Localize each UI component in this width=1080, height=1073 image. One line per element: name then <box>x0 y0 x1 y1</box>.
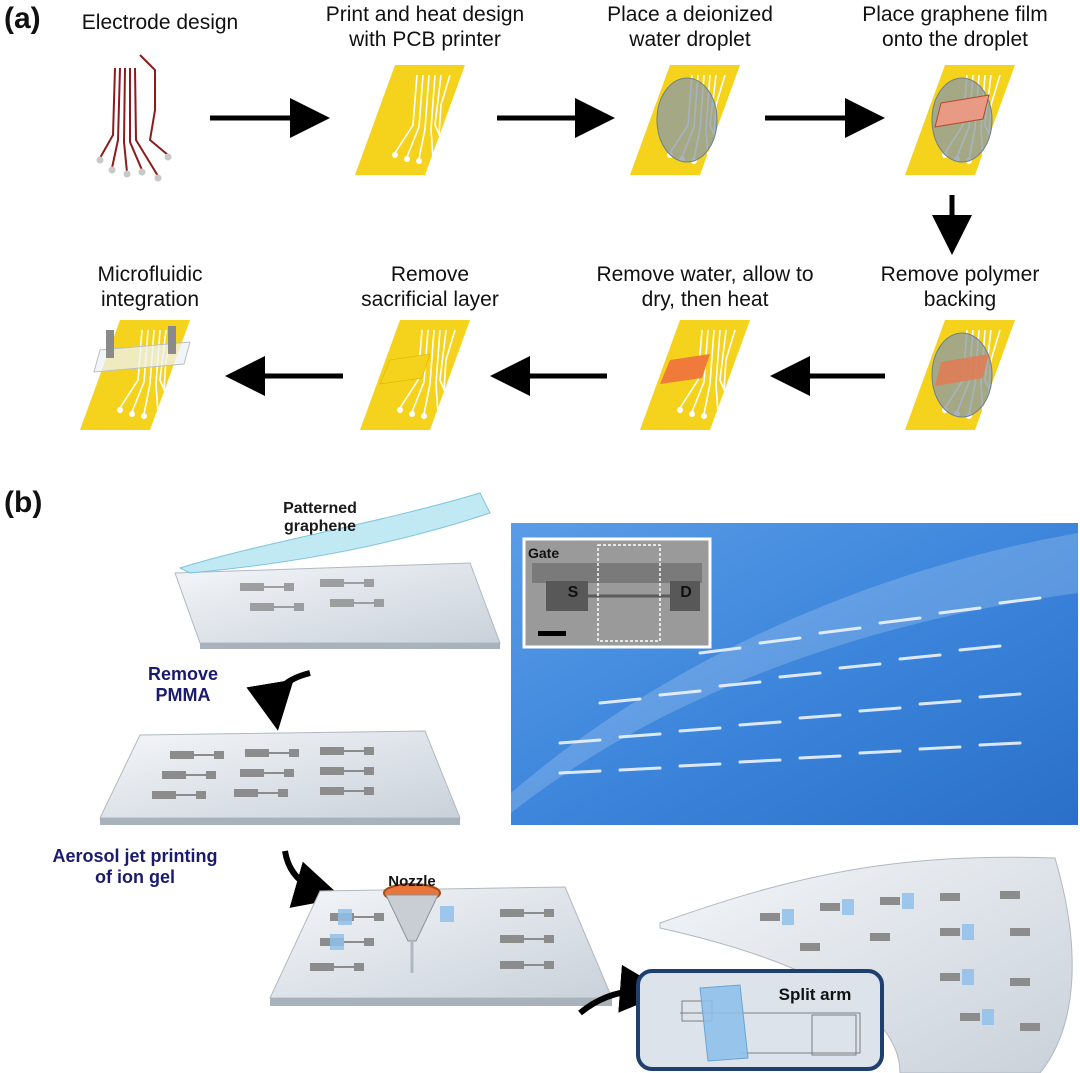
pcb-graphene-film <box>904 64 1016 176</box>
label-aerosol-jet: Aerosol jet printing of ion gel <box>52 846 218 887</box>
inset-label-source: S <box>567 584 579 601</box>
label-patterned-graphene: Patterned graphene <box>283 500 357 535</box>
split-arm-inset <box>636 969 884 1071</box>
pcb-print-heat <box>354 64 466 176</box>
panel-a-label: (a) <box>4 2 41 35</box>
label-remove-pmma: Remove PMMA <box>147 664 219 705</box>
panel-a-diagram <box>79 54 1016 431</box>
panel-b-diagram <box>99 492 1078 1073</box>
electrode-design-illustration <box>99 54 169 177</box>
substrate-after-pmma <box>99 730 461 825</box>
step-label-electrode-design: Electrode design <box>81 11 239 34</box>
process-arrows <box>210 98 972 396</box>
inset-label-drain: D <box>680 584 692 601</box>
inset-label-gate: Gate <box>528 545 560 561</box>
label-split-arm: Split arm <box>778 985 852 1004</box>
step-label-graphene-film: Place graphene film onto the droplet <box>862 3 1048 51</box>
substrate-nozzle <box>269 883 613 1006</box>
flexible-substrate <box>659 856 1073 1073</box>
step-label-print-heat: Print and heat design with PCB printer <box>325 3 525 51</box>
step-label-microfluidic: Microfluidic integration <box>97 263 203 311</box>
step-label-water-droplet: Place a deionized water droplet <box>607 3 773 51</box>
pcb-water-droplet <box>629 64 741 176</box>
pcb-remove-backing <box>904 319 1016 431</box>
step-label-remove-water: Remove water, allow to dry, then heat <box>596 263 814 311</box>
pcb-remove-water <box>639 319 751 431</box>
panel-b-label: (b) <box>4 486 43 519</box>
step-label-remove-sacrificial: Remove sacrificial layer <box>361 263 499 311</box>
step-label-remove-backing: Remove polymer backing <box>880 263 1040 311</box>
device-array-photo <box>511 523 1078 825</box>
label-nozzle: Nozzle <box>388 873 436 890</box>
patterned-graphene-substrate <box>174 492 501 649</box>
pcb-microfluidic <box>79 319 191 431</box>
pcb-remove-sacrificial <box>359 319 471 431</box>
